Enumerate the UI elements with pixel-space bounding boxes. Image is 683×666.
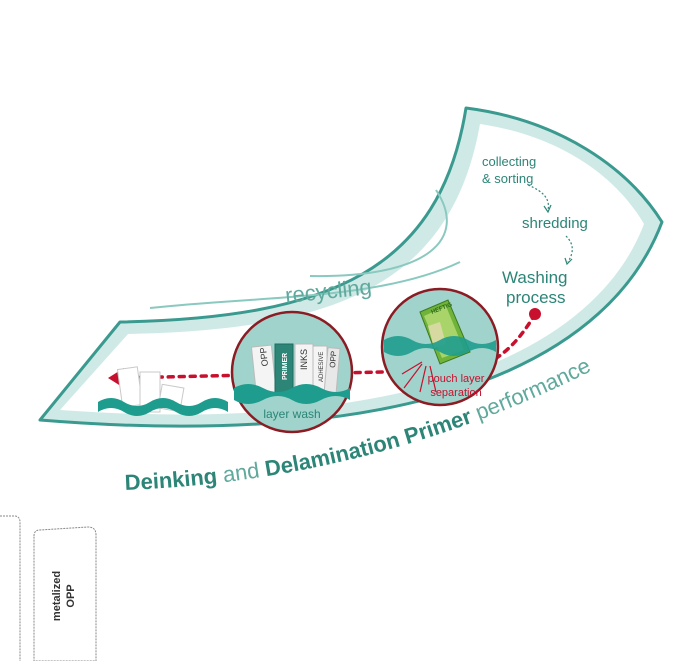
layer-label-opp-2: OPP bbox=[328, 351, 338, 369]
tagline-deinking: Deinking bbox=[124, 463, 218, 495]
bottom-card-left-edge bbox=[0, 515, 21, 661]
layer-wash-caption: layer wash bbox=[263, 407, 320, 421]
metalized-label: metalized bbox=[51, 571, 63, 621]
pouch-layer-label: pouch layer bbox=[428, 373, 485, 385]
collecting-label: collecting bbox=[482, 154, 536, 169]
step-arrow-2 bbox=[565, 235, 573, 263]
pouch-separation-bubble: HEFTIG pouch layer separation bbox=[380, 287, 500, 407]
tagline-and: and bbox=[215, 456, 267, 487]
washing-label: Washing bbox=[502, 268, 568, 287]
layer-label-opp-1: OPP bbox=[258, 347, 270, 367]
flow-start-dot bbox=[529, 308, 541, 320]
shredding-label: shredding bbox=[522, 215, 588, 232]
layer-sheets-icon bbox=[250, 343, 341, 398]
separation-label: separation bbox=[430, 387, 481, 399]
metalized-opp-card bbox=[33, 526, 97, 662]
layer-label-adhesive: ADHESIVE bbox=[319, 352, 325, 382]
step-arrow-1 bbox=[527, 184, 550, 211]
layer-label-primer: PRIMER bbox=[282, 353, 289, 380]
recycling-arc-lower bbox=[149, 261, 461, 309]
separation-arrows-icon bbox=[401, 361, 437, 393]
step-arrow-2-head bbox=[564, 257, 573, 266]
opp-label: OPP bbox=[65, 584, 77, 607]
clean-flakes-icon bbox=[98, 366, 228, 416]
separation-water-wave bbox=[384, 336, 496, 356]
layer-wash-bubble: OPP PRIMER INKS ADHESIVE OPP layer wash bbox=[230, 310, 354, 434]
step-arrow-1-head bbox=[543, 204, 552, 214]
sorting-label: & sorting bbox=[482, 171, 533, 186]
process-label: process bbox=[506, 288, 566, 307]
wash-water-wave bbox=[234, 384, 350, 404]
recycling-arc-upper bbox=[309, 189, 448, 278]
layer-label-inks: INKS bbox=[299, 349, 309, 370]
